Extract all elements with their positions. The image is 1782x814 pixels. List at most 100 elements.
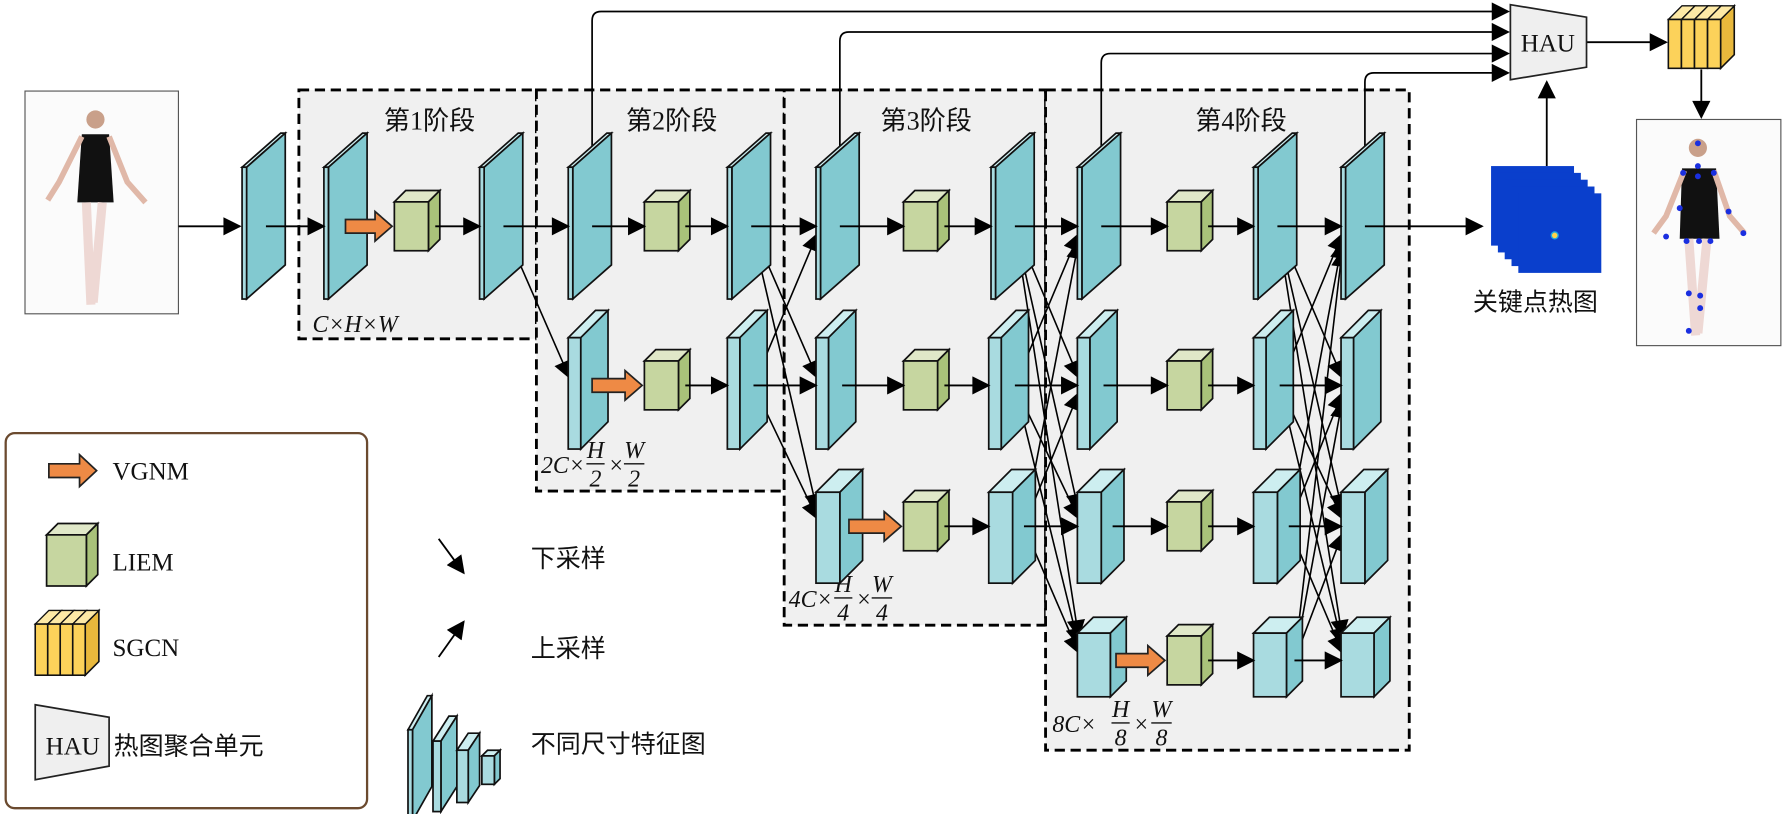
- vgnm-arrow: [1115, 643, 1167, 678]
- feature-map: [725, 131, 773, 301]
- dim-denominator: 2: [590, 467, 602, 493]
- feature-map-front: [241, 166, 248, 300]
- keypoint-dot: [1680, 169, 1687, 176]
- keypoint-dot: [1696, 238, 1702, 245]
- liem-side: [1200, 622, 1214, 687]
- feature-map: [1338, 615, 1392, 699]
- downsample-arrow: [1014, 385, 1084, 647]
- stage-4-title: 第4阶段: [1195, 107, 1286, 136]
- liem-side: [936, 188, 950, 253]
- liem-block: [901, 488, 952, 553]
- feature-map: [1251, 131, 1299, 301]
- feature-map: [1075, 467, 1127, 586]
- liem-side: [427, 188, 441, 253]
- feature-map: [725, 308, 770, 452]
- feature-map-front: [815, 491, 841, 585]
- feature-map-front: [1340, 166, 1347, 300]
- feature-map-front: [1340, 632, 1375, 698]
- feature-map-front: [567, 166, 574, 300]
- sgcn-legend-icon: [33, 608, 101, 678]
- feature-map-front: [1252, 491, 1279, 585]
- hau-input-line: [839, 22, 1510, 165]
- legend-hau-abbr: HAU: [46, 734, 100, 761]
- liem-block: [392, 188, 442, 253]
- feature-map: [1075, 131, 1123, 301]
- input-image: [24, 90, 179, 315]
- downsample-arrow: [750, 226, 823, 513]
- feature-map: [239, 131, 288, 301]
- feature-map-front: [815, 336, 830, 450]
- feature-maps-legend-icon: [406, 692, 503, 814]
- dim-numerator: H: [586, 438, 606, 464]
- feature-map: [813, 308, 858, 452]
- feature-map: [406, 692, 434, 814]
- feature-map: [477, 131, 526, 301]
- dim-prefix: 4C×: [789, 587, 833, 613]
- stage-3-title: 第3阶段: [881, 107, 972, 136]
- vgnm-arrow: [848, 509, 903, 543]
- hau-input-line: [1100, 44, 1510, 165]
- dim-numerator: W: [872, 572, 894, 598]
- hau-input-line: [591, 2, 1510, 165]
- liem-side: [677, 347, 691, 412]
- liem-side: [1200, 188, 1214, 253]
- feature-map-side: [411, 692, 433, 814]
- keypoint-dot: [1740, 230, 1747, 237]
- keypoint-dot: [1694, 140, 1701, 147]
- times-sign: ×: [856, 587, 872, 613]
- feature-map-front: [987, 336, 1003, 450]
- feature-map-front: [323, 166, 330, 300]
- liem-front: [643, 201, 680, 252]
- legend-vgnm-label: VGNM: [113, 459, 189, 486]
- dim-numerator: W: [624, 438, 646, 464]
- feature-map-front: [1340, 336, 1355, 450]
- feature-map: [1251, 615, 1305, 699]
- keypoint-dot: [1685, 290, 1692, 297]
- legend-downsample-label: 下采样: [531, 545, 606, 573]
- liem-front: [1166, 360, 1203, 411]
- liem-block: [901, 347, 952, 412]
- liem-side: [677, 188, 691, 253]
- legend-hau-label: 热图聚合单元: [114, 733, 264, 761]
- feature-map-front: [1252, 166, 1259, 300]
- keypoint-dot: [1685, 327, 1692, 334]
- liem-block: [642, 188, 692, 253]
- keypoint-dot: [1676, 205, 1683, 212]
- dim-prefix: 2C×: [541, 453, 585, 479]
- liem-front: [643, 360, 680, 411]
- keypoint-dot: [1725, 208, 1732, 215]
- liem-side: [1200, 347, 1214, 412]
- feature-map-front: [1076, 491, 1103, 585]
- liem-side: [936, 347, 950, 412]
- sgcn-shape: [1666, 3, 1736, 71]
- legend-feature-maps-label: 不同尺寸特征图: [531, 730, 706, 758]
- heatmap-layer: [1518, 193, 1602, 273]
- dim-numerator: H: [1111, 697, 1131, 723]
- output-pose-image: [1635, 118, 1782, 347]
- feature-map: [479, 748, 503, 787]
- feature-map: [565, 131, 614, 301]
- vgnm-arrow: [591, 368, 644, 403]
- sgcn-slice: [46, 623, 62, 677]
- dim-denominator: 8: [1115, 726, 1127, 752]
- legend-upsample-label: 上采样: [531, 635, 606, 663]
- legend: VGNM LIEM SGCN HAU 热图聚合单元 下采样 上采样 不同尺寸特征…: [4, 432, 706, 814]
- stage-1-title: 第1阶段: [384, 107, 475, 136]
- feature-map: [1338, 308, 1383, 452]
- dim-denominator: 4: [876, 601, 888, 627]
- liem-block: [44, 521, 100, 589]
- feature-map: [1338, 467, 1390, 586]
- feature-map: [986, 308, 1031, 452]
- liem-side: [936, 488, 950, 553]
- sgcn-slice: [1667, 18, 1683, 70]
- feature-map-front: [987, 491, 1014, 585]
- keypoint-dot: [1710, 169, 1717, 176]
- hau-input-line: [1364, 63, 1510, 165]
- modules: [239, 131, 1392, 699]
- keypoint-dot: [1707, 238, 1714, 245]
- sgcn-slice: [71, 623, 87, 677]
- liem-front: [1166, 635, 1203, 686]
- hau-label: HAU: [1521, 30, 1575, 57]
- feature-map: [1075, 615, 1129, 699]
